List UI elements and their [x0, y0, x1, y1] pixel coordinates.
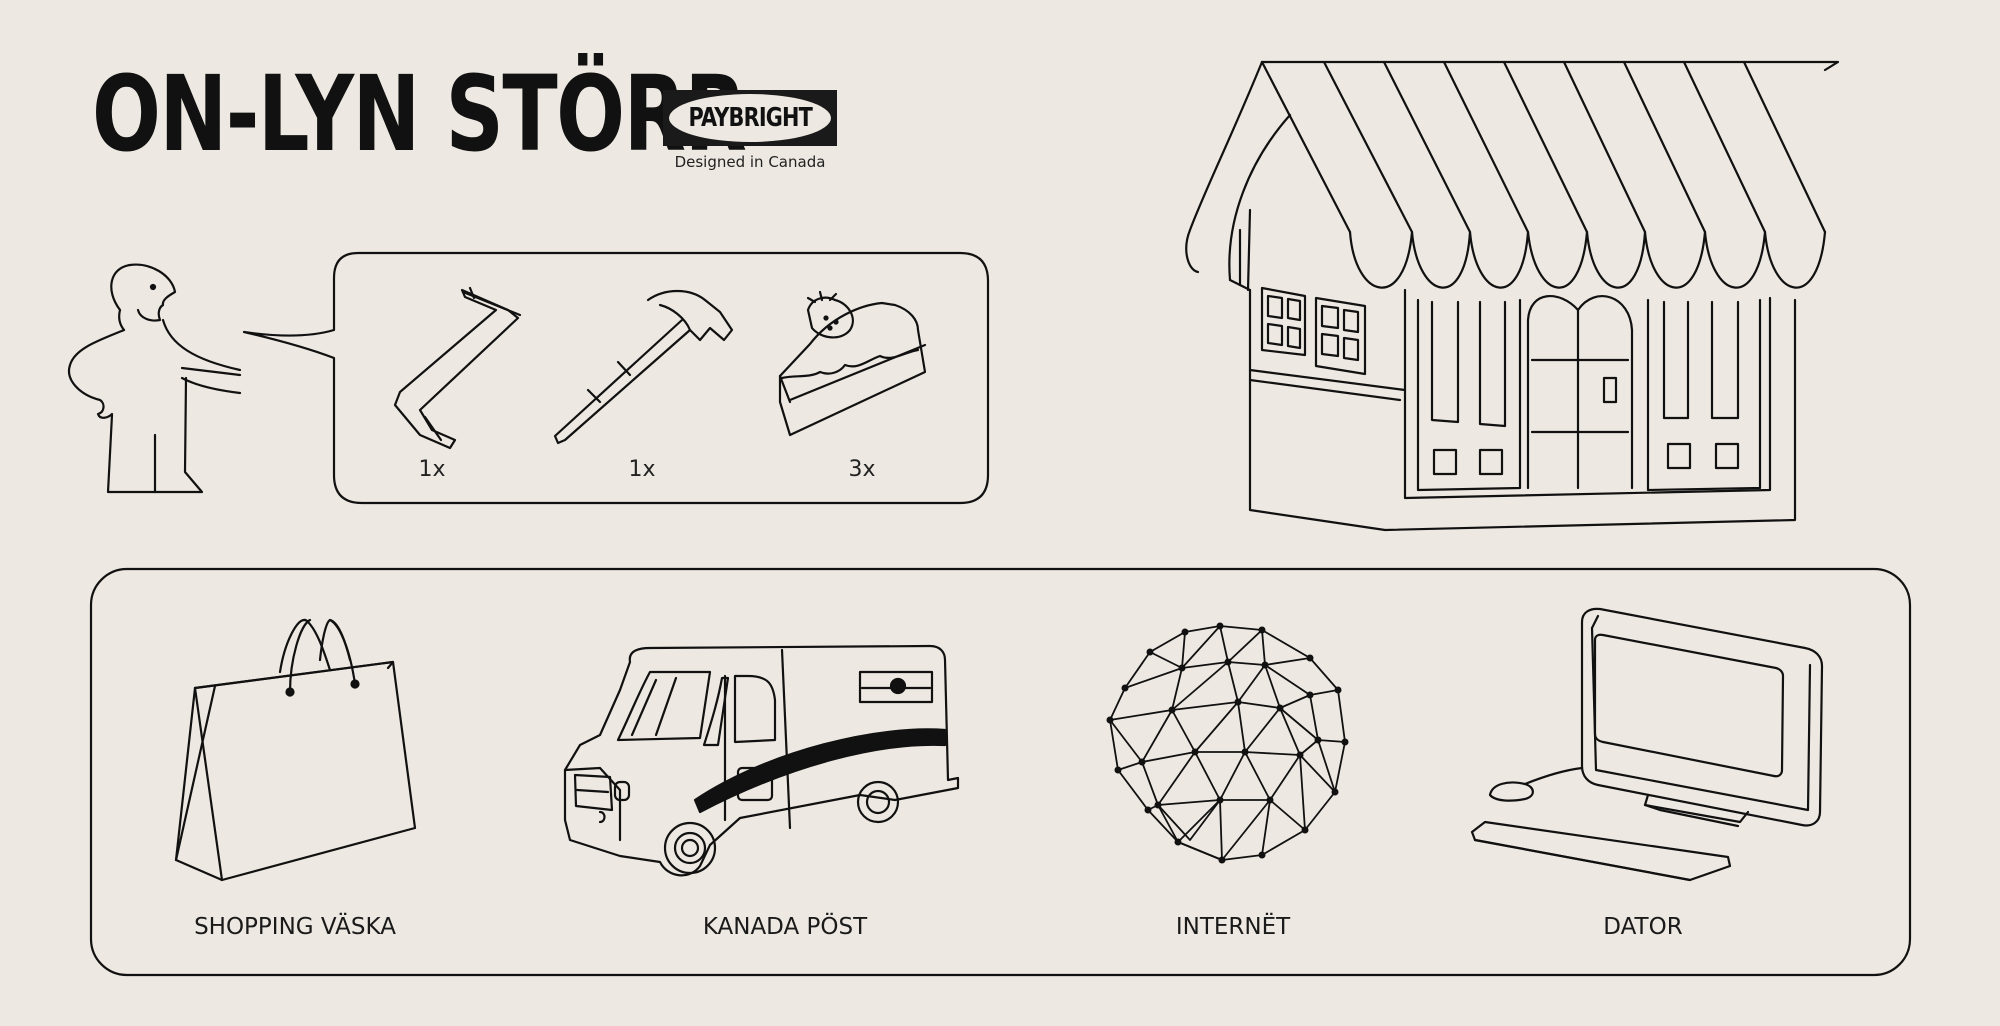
item-label-internet: INTERNËT — [1175, 914, 1291, 940]
hammer-icon — [553, 290, 734, 445]
computer-icon — [1470, 607, 1824, 882]
page-title: ON-LYN STÖRR — [92, 53, 747, 175]
geodesic-globe-icon — [1106, 622, 1349, 864]
tool-quantity: 1x — [628, 457, 656, 482]
person-icon — [67, 263, 242, 494]
shopping-bag-icon — [174, 618, 417, 882]
logo-tagline: Designed in Canada — [674, 153, 826, 171]
delivery-truck-icon — [563, 644, 960, 877]
item-label-delivery-truck: KANADA PÖST — [702, 914, 868, 940]
cake-slice-icon — [778, 290, 927, 437]
tool-quantity: 1x — [418, 457, 446, 482]
item-label-computer: DATOR — [1603, 914, 1683, 940]
item-label-shopping-bag: SHOPPING VÄSKA — [194, 914, 396, 940]
allen-key-icon — [393, 286, 522, 450]
tool-quantity: 3x — [848, 457, 876, 482]
items-panel — [89, 567, 1912, 977]
speech-bubble — [242, 251, 990, 505]
logo-text: PAYBRIGHT — [688, 103, 812, 133]
paybright-logo: PAYBRIGHT — [663, 90, 837, 146]
storefront-icon — [1185, 60, 1840, 532]
